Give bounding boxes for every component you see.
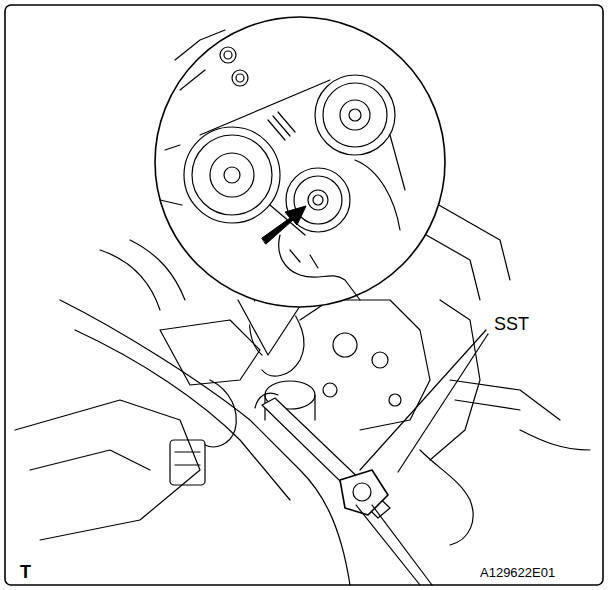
tool-label: SST — [492, 314, 531, 334]
figure-number: A129622E01 — [478, 565, 557, 580]
page-marker: T — [18, 562, 33, 582]
